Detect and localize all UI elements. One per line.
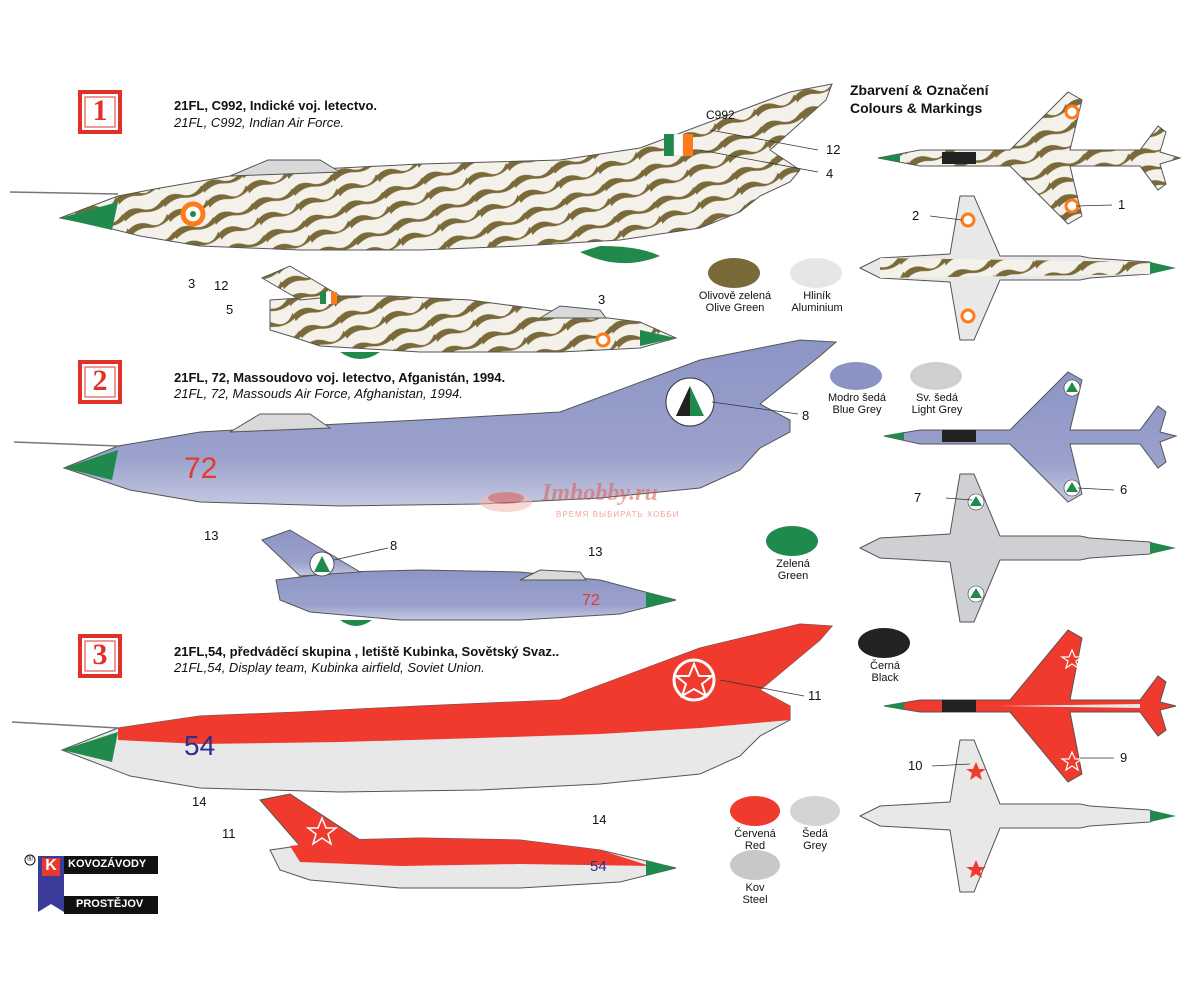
aircraft-1-side-large (9, 83, 833, 264)
swatch-steel (730, 850, 780, 880)
aircraft-1-side-small (260, 265, 678, 359)
nose-cone-green (60, 202, 118, 230)
callout-number: 10 (908, 758, 923, 773)
kovozavody-logo: ® K KOVOZÁVODY PROSTĚJOV (24, 852, 160, 916)
watermark-site: Imhobby.ru (542, 480, 658, 506)
callout-number: 11 (808, 688, 822, 703)
scheme-1-title-cs: 21FL, C992, Indické voj. letectvo. (174, 98, 378, 113)
watermark-tagline: ВРЕМЯ ВЫБИРАТЬ ХОББИ (556, 510, 680, 519)
ventral-fin-green (580, 246, 660, 264)
callout-number: 7 (914, 490, 922, 505)
aircraft-2-bottom-view (858, 473, 1176, 623)
registered-mark: ® (27, 854, 33, 863)
scheme-1-title-en: 21FL, C992, Indian Air Force. (174, 115, 345, 130)
aircraft-2-side-small (261, 529, 677, 626)
callout-number: 8 (390, 538, 398, 553)
callout-number: 14 (192, 794, 207, 809)
callout-number: 2 (912, 208, 920, 223)
callout-number: 13 (588, 544, 603, 559)
swatch-green (766, 526, 818, 556)
aircraft-3-top-view (883, 629, 1177, 783)
callout-number: 11 (222, 826, 236, 841)
scheme-badge-3: 3 (78, 634, 122, 678)
swatch-light-grey (910, 362, 962, 390)
aircraft-3-side-small (259, 793, 677, 889)
callout-leader-lines (333, 129, 1115, 767)
brand-line1: KOVOZÁVODY (68, 858, 147, 870)
serial-72-small: 72 (582, 592, 600, 609)
scheme-2-title-cs: 21FL, 72, Massoudovo voj. letectvo, Afga… (174, 370, 506, 385)
swatch-black (858, 628, 910, 658)
header-title-en: Colours & Markings (850, 100, 983, 116)
scheme-3-title-en: 21FL,54, Display team, Kubinka airfield,… (174, 660, 485, 675)
callout-number: 14 (592, 812, 607, 827)
swatch-olive-green (708, 258, 760, 288)
aircraft-3-bottom-view (858, 739, 1176, 893)
callout-number: 8 (802, 408, 810, 423)
brand-line2: PROSTĚJOV (76, 898, 144, 910)
swatch-blue-grey (830, 362, 882, 390)
aircraft-2-top-view (883, 371, 1178, 503)
aircraft-2-side-large (13, 339, 838, 507)
callout-number: 12 (826, 142, 841, 157)
serial-54-small: 54 (590, 858, 607, 875)
canopy (229, 159, 342, 177)
callout-number: 12 (214, 278, 229, 293)
fin-flash-india (664, 134, 674, 156)
serial-72-large: 72 (184, 452, 218, 485)
callout-number: 5 (226, 302, 234, 317)
callout-number: 9 (1120, 750, 1128, 765)
aircraft-3-side-large (11, 623, 834, 793)
callout-number: 13 (204, 528, 219, 543)
callout-number: 4 (826, 166, 834, 181)
serial-54-large: 54 (184, 730, 216, 761)
watermark: Imhobby.ru ВРЕМЯ ВЫБИРАТЬ ХОББИ (476, 476, 736, 526)
callout-number: 3 (188, 276, 196, 291)
swatch-aluminium (790, 258, 842, 288)
header-title-cs: Zbarvení & Označení (850, 82, 989, 98)
serial-c992: C992 (706, 108, 735, 122)
scheme-2-title-en: 21FL, 72, Massouds Air Force, Afghanista… (174, 386, 463, 401)
scheme-3-title-cs: 21FL,54, předváděcí skupina , letiště Ku… (174, 644, 560, 659)
swatch-red (730, 796, 780, 826)
callout-number: 1 (1118, 197, 1126, 212)
scheme-badge-2: 2 (78, 360, 122, 404)
aircraft-1-bottom-view (858, 195, 1176, 341)
callout-number: 3 (598, 292, 606, 307)
brand-mark: K (45, 857, 57, 874)
watermark-logo-icon (480, 492, 532, 512)
scheme-badge-1: 1 (78, 90, 122, 134)
swatch-grey (790, 796, 840, 826)
callout-number: 6 (1120, 482, 1128, 497)
